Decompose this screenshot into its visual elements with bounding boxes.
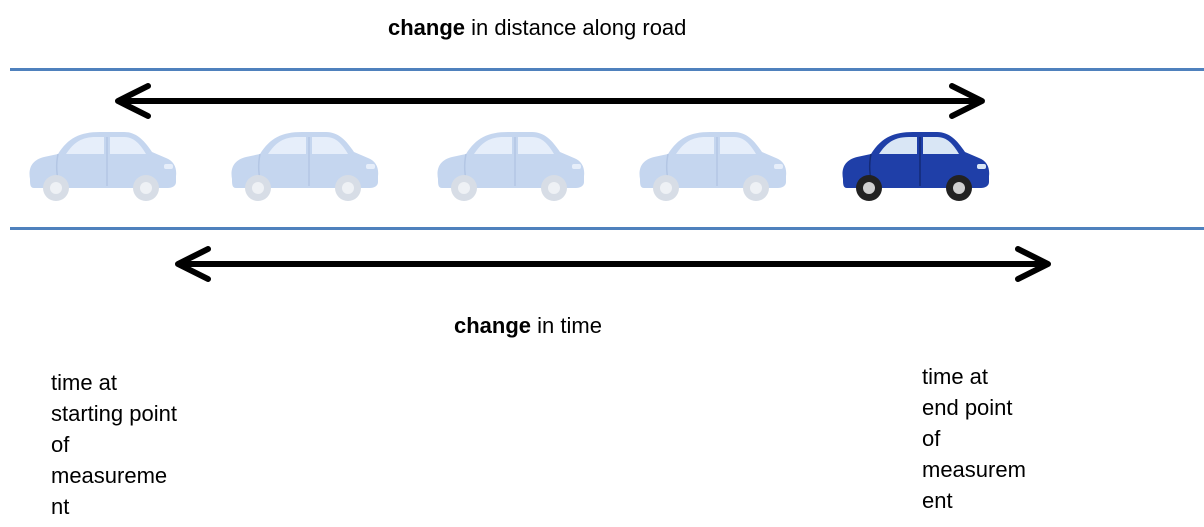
end-time-note: time at end point of measurem ent [922,361,1062,516]
car-faded-body [232,132,379,201]
time-arrow [178,249,1048,279]
time-label: change in time [454,313,602,339]
car-faded-body [640,132,787,201]
car-1 [20,124,180,204]
start-time-note: time at starting point of measureme nt [51,367,231,522]
car-4 [630,124,790,204]
car-3 [428,124,588,204]
car-faded-body [438,132,585,201]
distance-arrow [118,86,982,116]
car-2 [222,124,382,204]
time-label-rest: in time [531,313,602,338]
car-faded-body [30,132,177,201]
car-5-current [833,124,993,204]
car-current-body [843,132,990,201]
time-label-bold: change [454,313,531,338]
